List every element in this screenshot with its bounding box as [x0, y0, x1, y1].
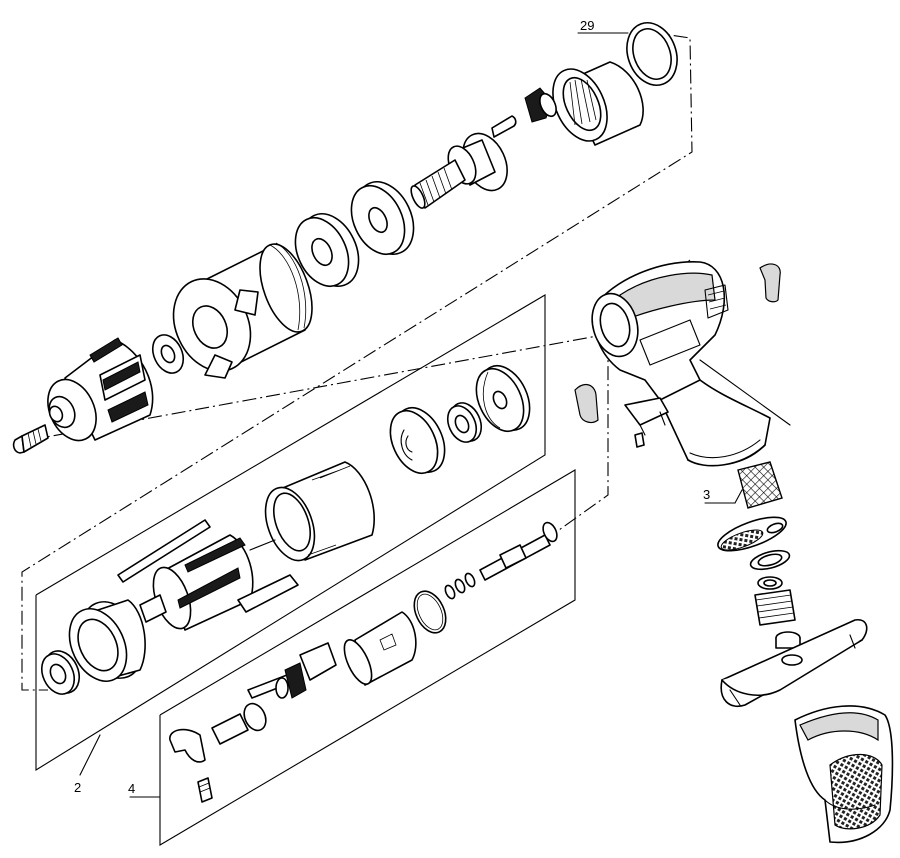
ball-bearing-rear	[446, 402, 483, 443]
detent-spring	[211, 702, 267, 745]
callout-3: 3	[703, 487, 710, 502]
trigger	[169, 728, 206, 763]
callout-29: 29	[580, 18, 594, 33]
o-ring-large	[413, 590, 447, 634]
trigger-pin	[197, 777, 213, 803]
rotor	[139, 534, 276, 631]
spindle-shaft	[410, 132, 508, 209]
reverse-valve-sleeve	[343, 611, 417, 686]
side-cover	[574, 383, 599, 424]
group-frame-2	[35, 294, 546, 771]
motor-housing	[591, 261, 771, 467]
end-plate-front	[389, 407, 446, 474]
small-washer	[151, 334, 185, 374]
bearing-plate-rear	[475, 365, 531, 432]
ball-bearing-front	[40, 650, 81, 695]
callout-4: 4	[128, 781, 135, 796]
handle-rod	[699, 359, 791, 426]
bracket	[624, 397, 669, 448]
callout-leaders	[79, 32, 743, 798]
washer-lower	[757, 576, 783, 590]
exhaust-plate	[717, 516, 787, 552]
cylinder-liner	[264, 461, 375, 562]
chuck-screw	[12, 424, 49, 454]
vane-blade	[237, 574, 299, 613]
base-plate	[720, 619, 868, 707]
rotor-blade	[117, 519, 211, 583]
snap-ring-29	[626, 22, 678, 86]
pistol-grip	[794, 705, 894, 844]
o-rings-small	[444, 572, 476, 600]
reverse-lever	[247, 642, 337, 699]
exhaust-deflector	[759, 263, 781, 303]
spur-gear	[524, 87, 557, 123]
callout-2: 2	[74, 780, 81, 795]
ring-gear	[552, 61, 644, 146]
cylinder-front-plate	[68, 599, 146, 682]
group-frame-4	[159, 469, 576, 846]
keyless-chuck	[47, 337, 154, 442]
muffler-mesh-3	[737, 461, 783, 509]
clutch-housing	[172, 242, 313, 379]
pin	[491, 115, 517, 138]
thick-washer	[350, 181, 415, 255]
valve-stem	[479, 521, 558, 581]
air-inlet-spring	[754, 589, 796, 626]
gasket	[749, 549, 791, 571]
air-inlet-bushing	[775, 631, 801, 649]
bearing-washer	[294, 213, 360, 287]
